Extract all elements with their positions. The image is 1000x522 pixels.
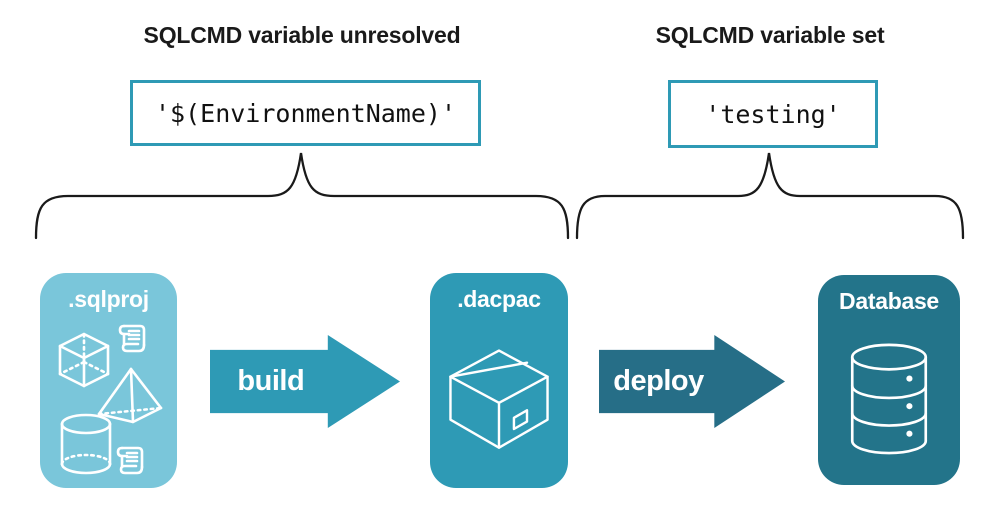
stage-card-dacpac: .dacpac [430,273,568,488]
build-arrow-label: build [237,365,305,397]
sql-project-objects-icon [58,324,162,474]
deploy-arrow-label: deploy [613,365,704,397]
database-cylinder-icon [850,343,928,455]
heading-unresolved: SQLCMD variable unresolved [143,22,461,48]
package-box-icon [449,348,549,449]
deploy-arrow: deploy [599,335,785,428]
right-brace-icon [575,152,965,240]
stage-card-sqlproj: .sqlproj [40,273,177,488]
stage-card-database: Database [818,275,960,485]
heading-set: SQLCMD variable set [655,22,885,48]
code-text-testing-value: 'testing' [705,99,841,129]
left-brace-icon [34,152,570,240]
code-box-testing-value: 'testing' [668,80,878,148]
stage-title-database: Database [839,288,939,314]
stage-title-dacpac: .dacpac [457,286,541,312]
build-arrow: build [210,335,400,428]
code-text-environment-variable: '$(EnvironmentName)' [154,98,457,128]
code-box-environment-variable: '$(EnvironmentName)' [130,80,481,146]
stage-title-sqlproj: .sqlproj [68,286,149,312]
